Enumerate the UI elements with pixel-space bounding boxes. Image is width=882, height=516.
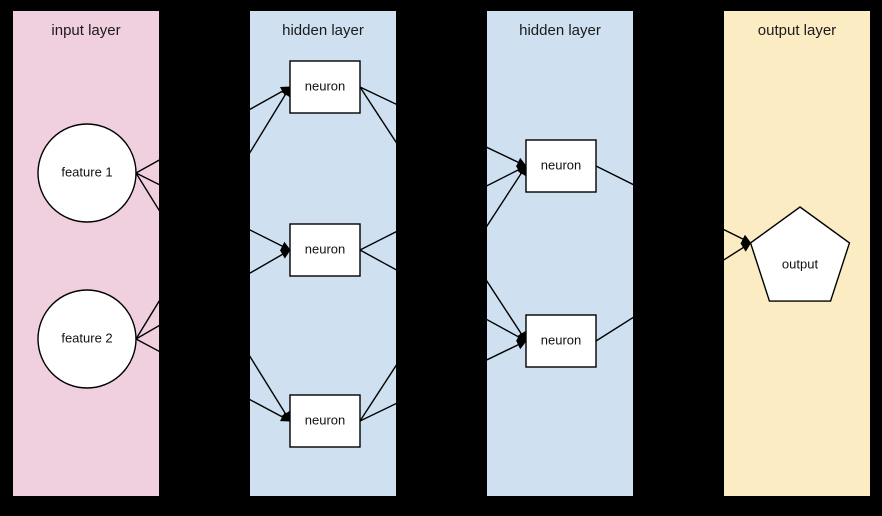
layer-nodes: feature 1 feature 2 neuron neuron neuron neur…: [37, 60, 851, 448]
edge-segment-target: [250, 398, 291, 422]
connection-arrow: [724, 242, 752, 261]
edge-segment-source: [359, 402, 396, 422]
node-label-input-0: feature 1: [61, 164, 112, 179]
edge-segment-target: [724, 242, 752, 261]
node-label-hidden2-0: neuron: [541, 157, 581, 172]
node-label-hidden1-2: neuron: [305, 412, 345, 427]
layer-panels: [13, 11, 870, 496]
connection-line: [595, 316, 633, 342]
edge-segment-source: [359, 230, 396, 251]
connection-line: [359, 364, 396, 422]
connection-arrow: [487, 165, 527, 187]
connection-arrow: [487, 318, 527, 342]
layer-title-hidden1: hidden layer: [282, 22, 364, 39]
edge-segment-target: [487, 280, 527, 342]
layer-panel-input: [13, 11, 159, 496]
edge-segment-target: [724, 228, 752, 244]
edge-segment-source: [359, 364, 396, 422]
connection-arrow: [250, 229, 291, 251]
node-label-output-0: output: [782, 256, 819, 271]
connection-arrow: [724, 228, 752, 244]
connection-line: [359, 230, 396, 251]
edge-segment-source: [595, 165, 633, 186]
node-output-0[interactable]: [749, 206, 851, 302]
connection-arrow: [250, 355, 291, 422]
connection-arrow: [250, 398, 291, 422]
node-hidden1-0[interactable]: [289, 60, 361, 114]
connection-arrow: [487, 165, 527, 228]
connection-arrow: [250, 249, 291, 274]
connection-arrow: [250, 86, 291, 154]
connection-line: [359, 249, 396, 271]
connection-arrow: [487, 146, 527, 167]
edge-segment-target: [250, 229, 291, 251]
node-label-hidden1-0: neuron: [305, 78, 345, 93]
node-hidden2-1[interactable]: [525, 314, 597, 368]
node-hidden2-0[interactable]: [525, 139, 597, 193]
node-input-1[interactable]: [37, 289, 137, 389]
node-input-0[interactable]: [37, 123, 137, 223]
edge-segment-target: [487, 165, 527, 187]
edge-segment-target: [250, 86, 291, 154]
connection-arrow: [250, 86, 291, 111]
connection-arrow: [487, 280, 527, 342]
connection-edges: [135, 86, 752, 422]
edge-segment-source: [359, 249, 396, 271]
node-label-hidden1-1: neuron: [305, 241, 345, 256]
connection-line: [359, 86, 396, 144]
edge-segment-target: [487, 146, 527, 167]
layer-panel-hidden2: [487, 11, 633, 496]
layer-title-input: input layer: [51, 22, 120, 39]
node-hidden1-2[interactable]: [289, 394, 361, 448]
edge-segment-target: [250, 355, 291, 422]
layer-title-output: output layer: [758, 22, 836, 39]
edge-segment-source: [359, 86, 396, 105]
layer-title-hidden2: hidden layer: [519, 22, 601, 39]
edge-segment-target: [250, 86, 291, 111]
connection-arrow: [487, 340, 527, 361]
edge-segment-target: [487, 340, 527, 361]
node-label-input-1: feature 2: [61, 330, 112, 345]
edge-segment-target: [250, 249, 291, 274]
node-hidden1-1[interactable]: [289, 223, 361, 277]
edge-segment-target: [487, 165, 527, 228]
edge-segment-source: [595, 316, 633, 342]
connection-line: [359, 86, 396, 105]
edge-segment-source: [359, 86, 396, 144]
connection-line: [595, 165, 633, 186]
layer-labels: input layer hidden layer hidden layer outpu…: [51, 22, 836, 39]
node-label-hidden2-1: neuron: [541, 332, 581, 347]
edge-segment-target: [487, 318, 527, 342]
connection-line: [359, 402, 396, 422]
